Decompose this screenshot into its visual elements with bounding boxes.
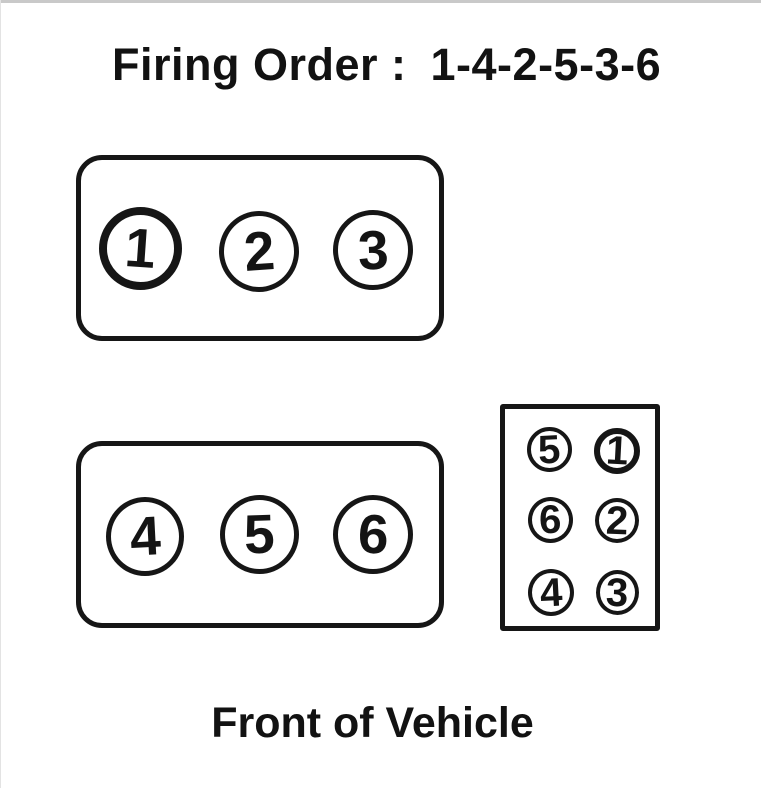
cylinder-circle-1: 1: [99, 207, 182, 290]
connector-number: 2: [605, 498, 629, 543]
connector-circle-6: 6: [528, 497, 573, 543]
connector-circle-3: 3: [596, 570, 639, 615]
cylinder-number: 4: [128, 504, 162, 568]
cylinder-circle-4: 4: [106, 497, 184, 576]
connector-number: 1: [604, 428, 630, 474]
connector-circle-2: 2: [595, 498, 639, 543]
connector-number: 6: [538, 497, 563, 543]
cylinder-circle-5: 5: [220, 495, 299, 574]
cylinder-number: 6: [356, 502, 390, 566]
connector-number: 5: [537, 426, 562, 473]
front-of-vehicle-label: Front of Vehicle: [211, 699, 534, 747]
connector-number: 4: [538, 569, 564, 616]
cylinder-number: 1: [123, 216, 158, 280]
firing-sequence: 1-4-2-5-3-6: [430, 39, 662, 90]
cylinder-number: 5: [243, 502, 276, 566]
cylinder-number: 3: [356, 217, 390, 282]
connector-circle-4: 4: [528, 569, 574, 616]
scan-edge-artifact-left: [0, 0, 1, 788]
cylinder-circle-3: 3: [333, 210, 413, 290]
connector-number: 3: [605, 570, 630, 615]
connector-circle-1: 1: [594, 428, 640, 474]
cylinder-circle-6: 6: [333, 495, 413, 574]
connector-circle-5: 5: [527, 427, 572, 472]
scan-edge-artifact-top: [0, 0, 761, 3]
cylinder-number: 2: [241, 219, 277, 283]
title-label: Firing Order :: [112, 39, 407, 90]
cylinder-circle-2: 2: [219, 211, 299, 292]
page-title: Firing Order : 1-4-2-5-3-6: [112, 40, 661, 90]
